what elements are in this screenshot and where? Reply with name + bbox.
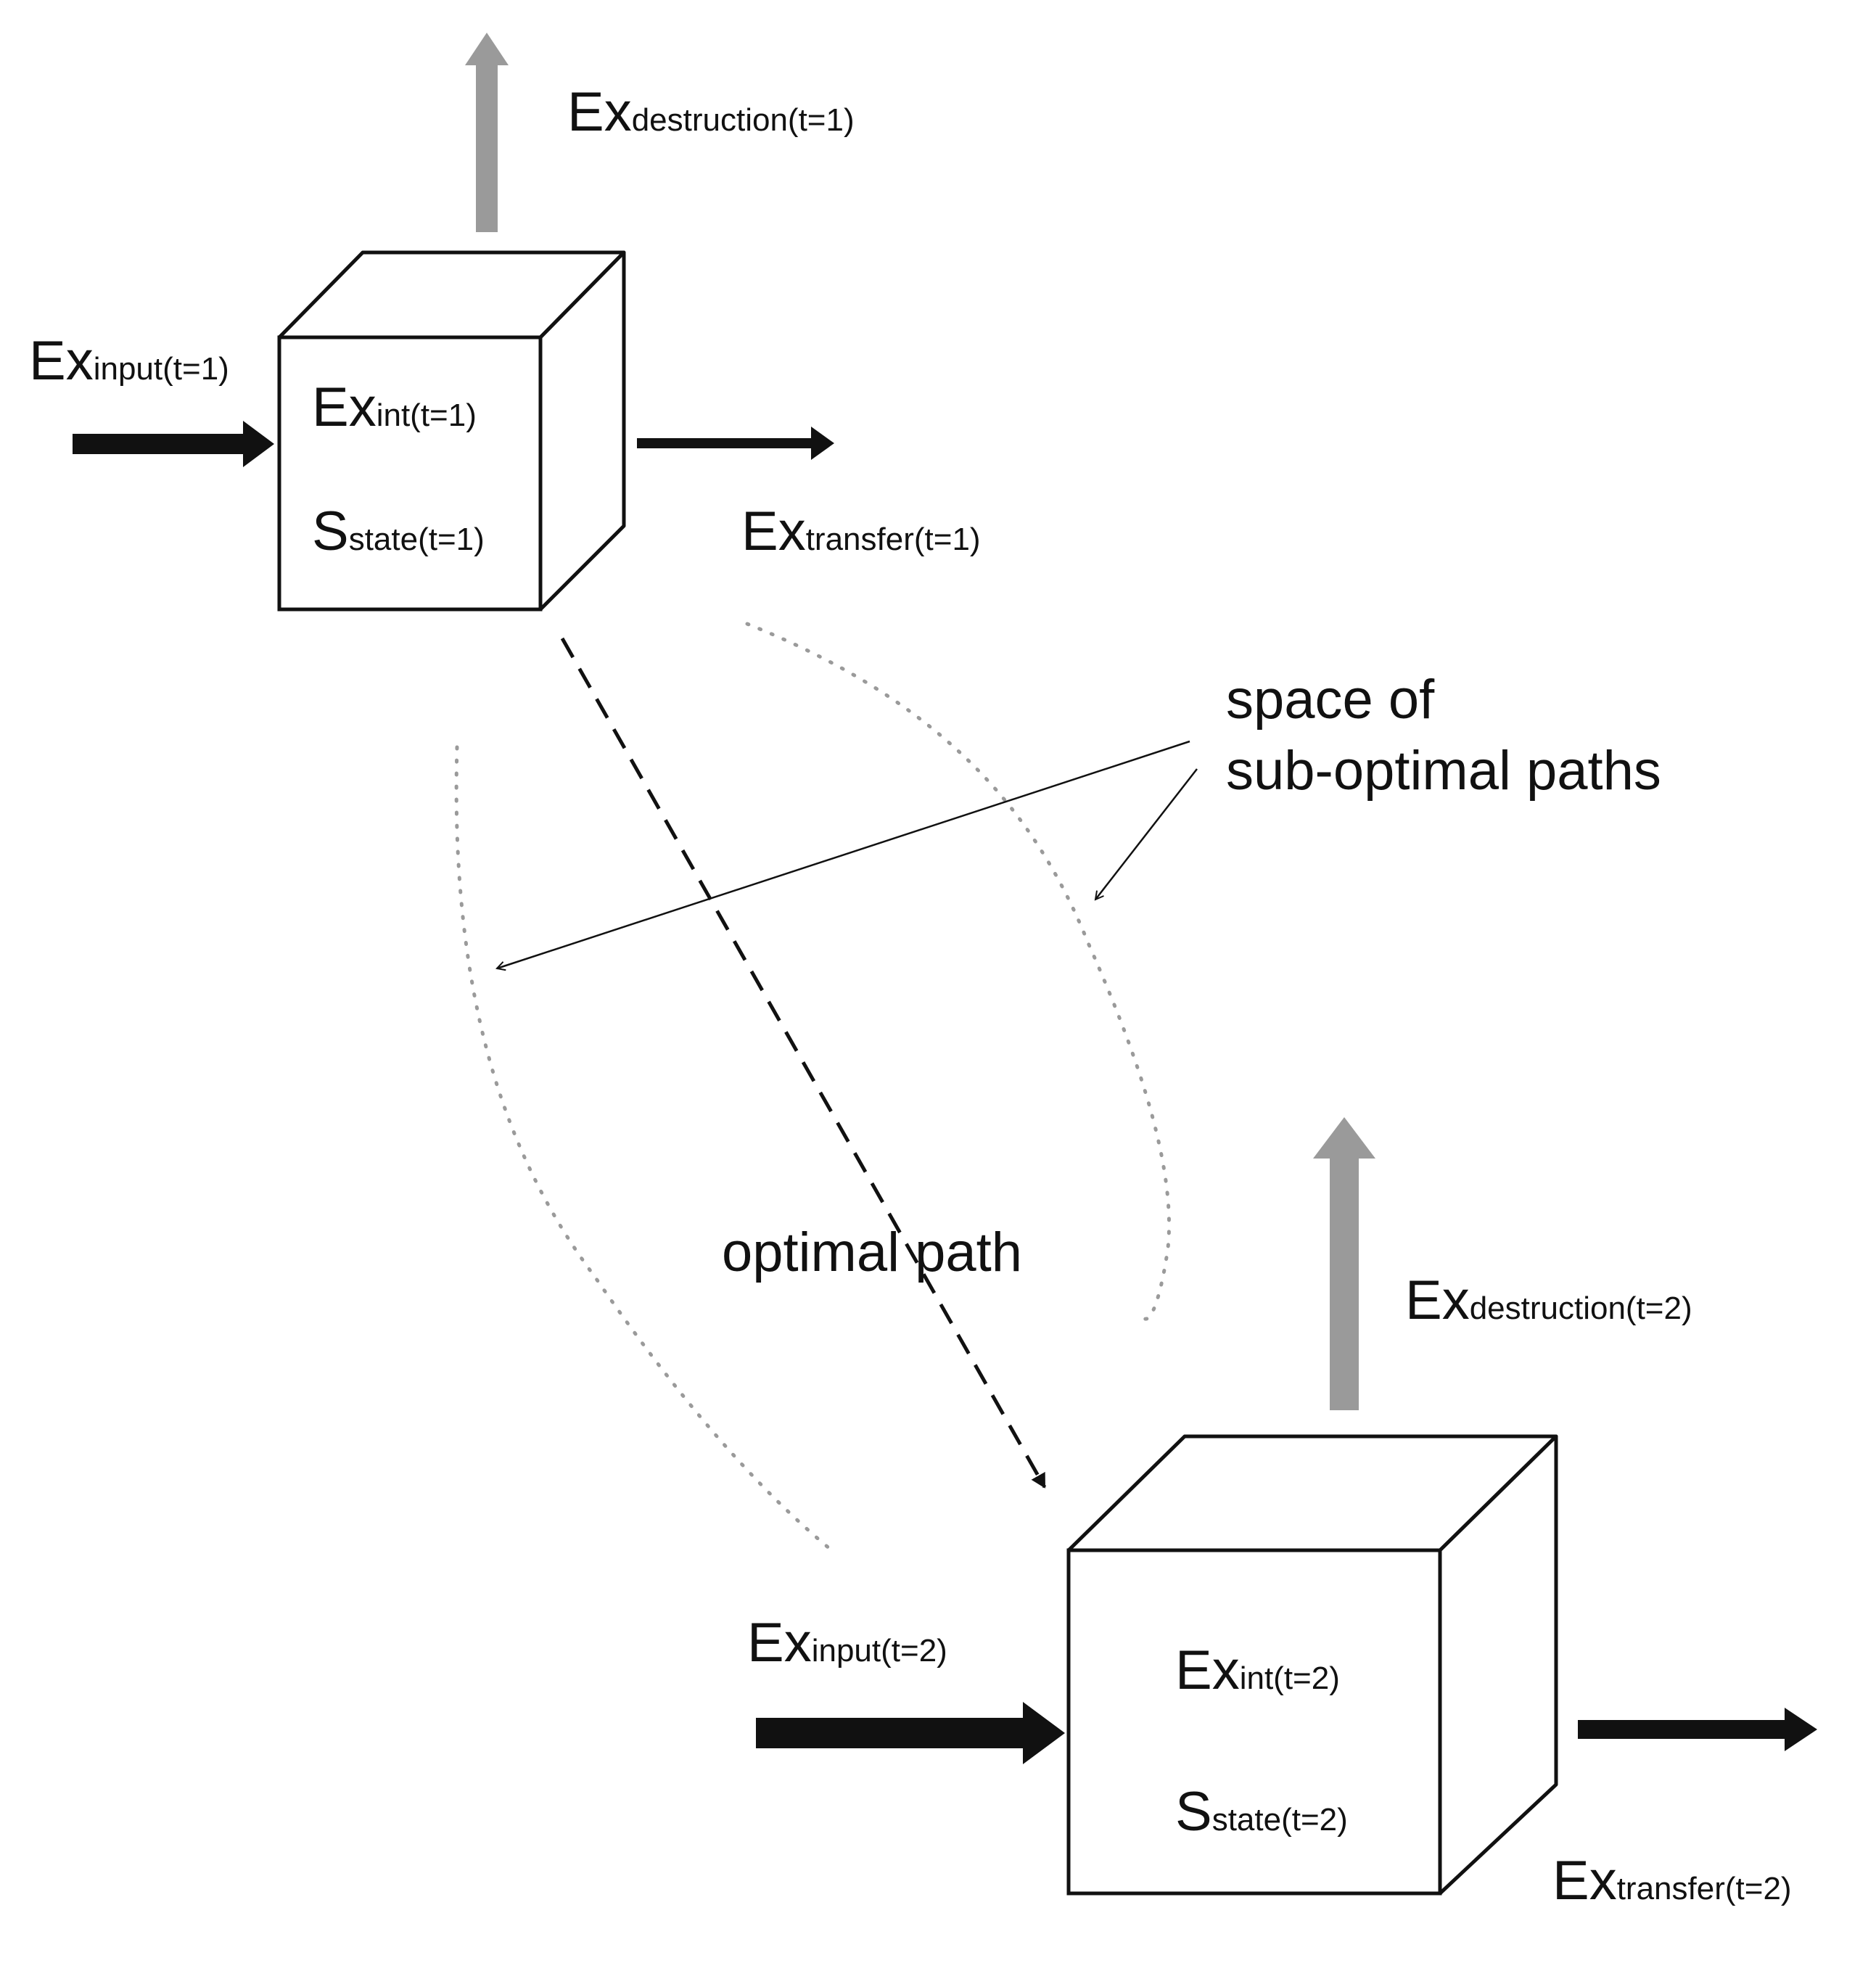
suboptimal-pointer-left (497, 740, 1190, 968)
suboptimal-label-line2: sub-optimal paths (1226, 740, 1661, 802)
destruction-label-t1: Exdestruction(t=1) (567, 81, 855, 143)
transfer-arrow-t2 (1578, 1708, 1817, 1751)
input-label-t1: Exinput(t=1) (29, 330, 229, 392)
suboptimal-label-line1: space of (1226, 669, 1435, 731)
input-arrow-t1 (73, 421, 274, 467)
state-label-t1: Sstate(t=1) (312, 501, 485, 562)
input-label-t2: Exinput(t=2) (747, 1612, 947, 1674)
optimal-path-arrow (560, 637, 1047, 1489)
internal-exergy-label-t1: Exint(t=1) (312, 376, 477, 438)
transfer-arrow-t1 (637, 427, 834, 460)
state-label-t2: Sstate(t=2) (1175, 1781, 1348, 1843)
transfer-label-t2: Extransfer(t=2) (1552, 1850, 1792, 1912)
suboptimal-pointer-right (1095, 768, 1198, 900)
optimal-path-label: optimal path (722, 1222, 1022, 1283)
destruction-arrow-t1 (465, 33, 509, 232)
destruction-arrow-t2 (1313, 1117, 1375, 1410)
input-arrow-t2 (756, 1702, 1065, 1764)
system-box-t2 (1066, 1434, 1558, 1896)
suboptimal-boundary-right (745, 622, 1171, 1321)
transfer-label-t1: Extransfer(t=1) (741, 501, 981, 562)
internal-exergy-label-t2: Exint(t=2) (1175, 1639, 1340, 1701)
destruction-label-t2: Exdestruction(t=2) (1405, 1270, 1692, 1331)
system-box-t1 (277, 250, 626, 612)
suboptimal-boundary-left (454, 745, 836, 1555)
